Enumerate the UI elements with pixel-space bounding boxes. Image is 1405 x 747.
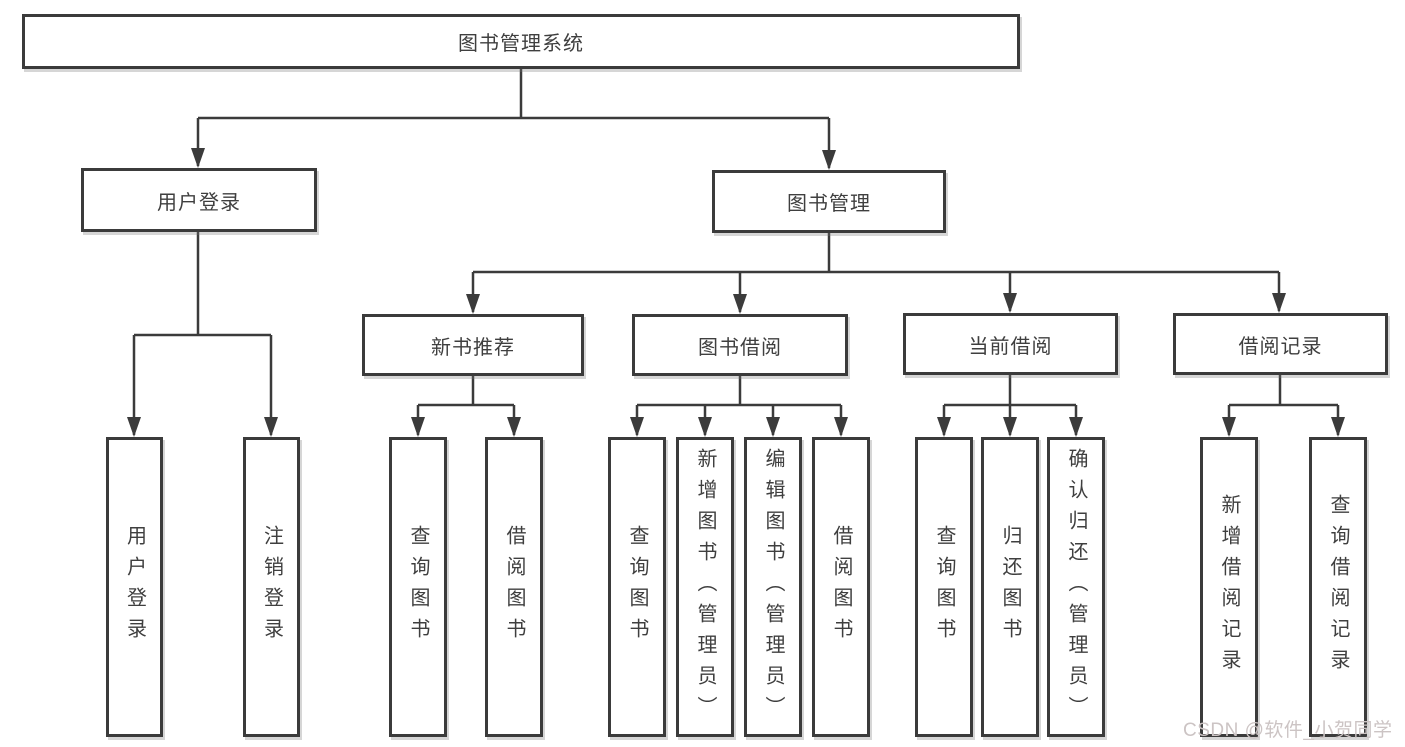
node-book-management: 图书管理: [712, 170, 946, 233]
leaf-confirm-return-admin: 确认归还（管理员）: [1047, 437, 1105, 737]
leaf-add-borrow-record: 新增借阅记录: [1200, 437, 1258, 737]
leaf-add-book-admin: 新增图书（管理员）: [676, 437, 734, 737]
node-borrow-records: 借阅记录: [1173, 313, 1388, 375]
node-label: 新增图书（管理员）: [694, 447, 716, 727]
csdn-watermark: CSDN @软件_小贺同学: [1183, 720, 1393, 741]
node-label: 借阅图书: [503, 525, 525, 649]
node-label: 查询图书: [626, 525, 648, 649]
node-book-borrow: 图书借阅: [632, 314, 848, 376]
leaf-query-books-2: 查询图书: [608, 437, 666, 737]
node-label: 用户登录: [123, 525, 146, 649]
leaf-edit-book-admin: 编辑图书（管理员）: [744, 437, 802, 737]
node-label: 图书管理系统: [458, 33, 584, 55]
node-user-login-group: 用户登录: [81, 168, 317, 232]
node-label: 图书管理: [787, 193, 871, 215]
node-label: 新书推荐: [431, 336, 515, 359]
node-library-management-system: 图书管理系统: [22, 14, 1020, 69]
node-label: 借阅记录: [1238, 335, 1323, 358]
leaf-query-borrow-record: 查询借阅记录: [1309, 437, 1367, 737]
leaf-logout: 注销登录: [243, 437, 300, 737]
leaf-query-books-1: 查询图书: [389, 437, 447, 737]
node-label: 查询借阅记录: [1327, 494, 1349, 680]
node-label: 当前借阅: [968, 335, 1053, 358]
leaf-query-books-3: 查询图书: [915, 437, 973, 737]
leaf-borrow-books-2: 借阅图书: [812, 437, 870, 737]
node-label: 查询图书: [933, 525, 955, 649]
node-label: 注销登录: [260, 525, 283, 649]
node-label: 确认归还（管理员）: [1065, 447, 1087, 727]
node-label: 编辑图书（管理员）: [762, 447, 784, 727]
leaf-borrow-books-1: 借阅图书: [485, 437, 543, 737]
node-current-borrow: 当前借阅: [903, 313, 1118, 375]
node-label: 图书借阅: [698, 336, 782, 359]
leaf-return-books: 归还图书: [981, 437, 1039, 737]
leaf-user-login: 用户登录: [106, 437, 163, 737]
node-label: 用户登录: [157, 191, 241, 214]
node-label: 查询图书: [407, 525, 429, 649]
node-new-book-recommend: 新书推荐: [362, 314, 584, 376]
node-label: 新增借阅记录: [1218, 494, 1240, 680]
node-label: 归还图书: [999, 525, 1021, 649]
node-label: 借阅图书: [830, 525, 852, 649]
